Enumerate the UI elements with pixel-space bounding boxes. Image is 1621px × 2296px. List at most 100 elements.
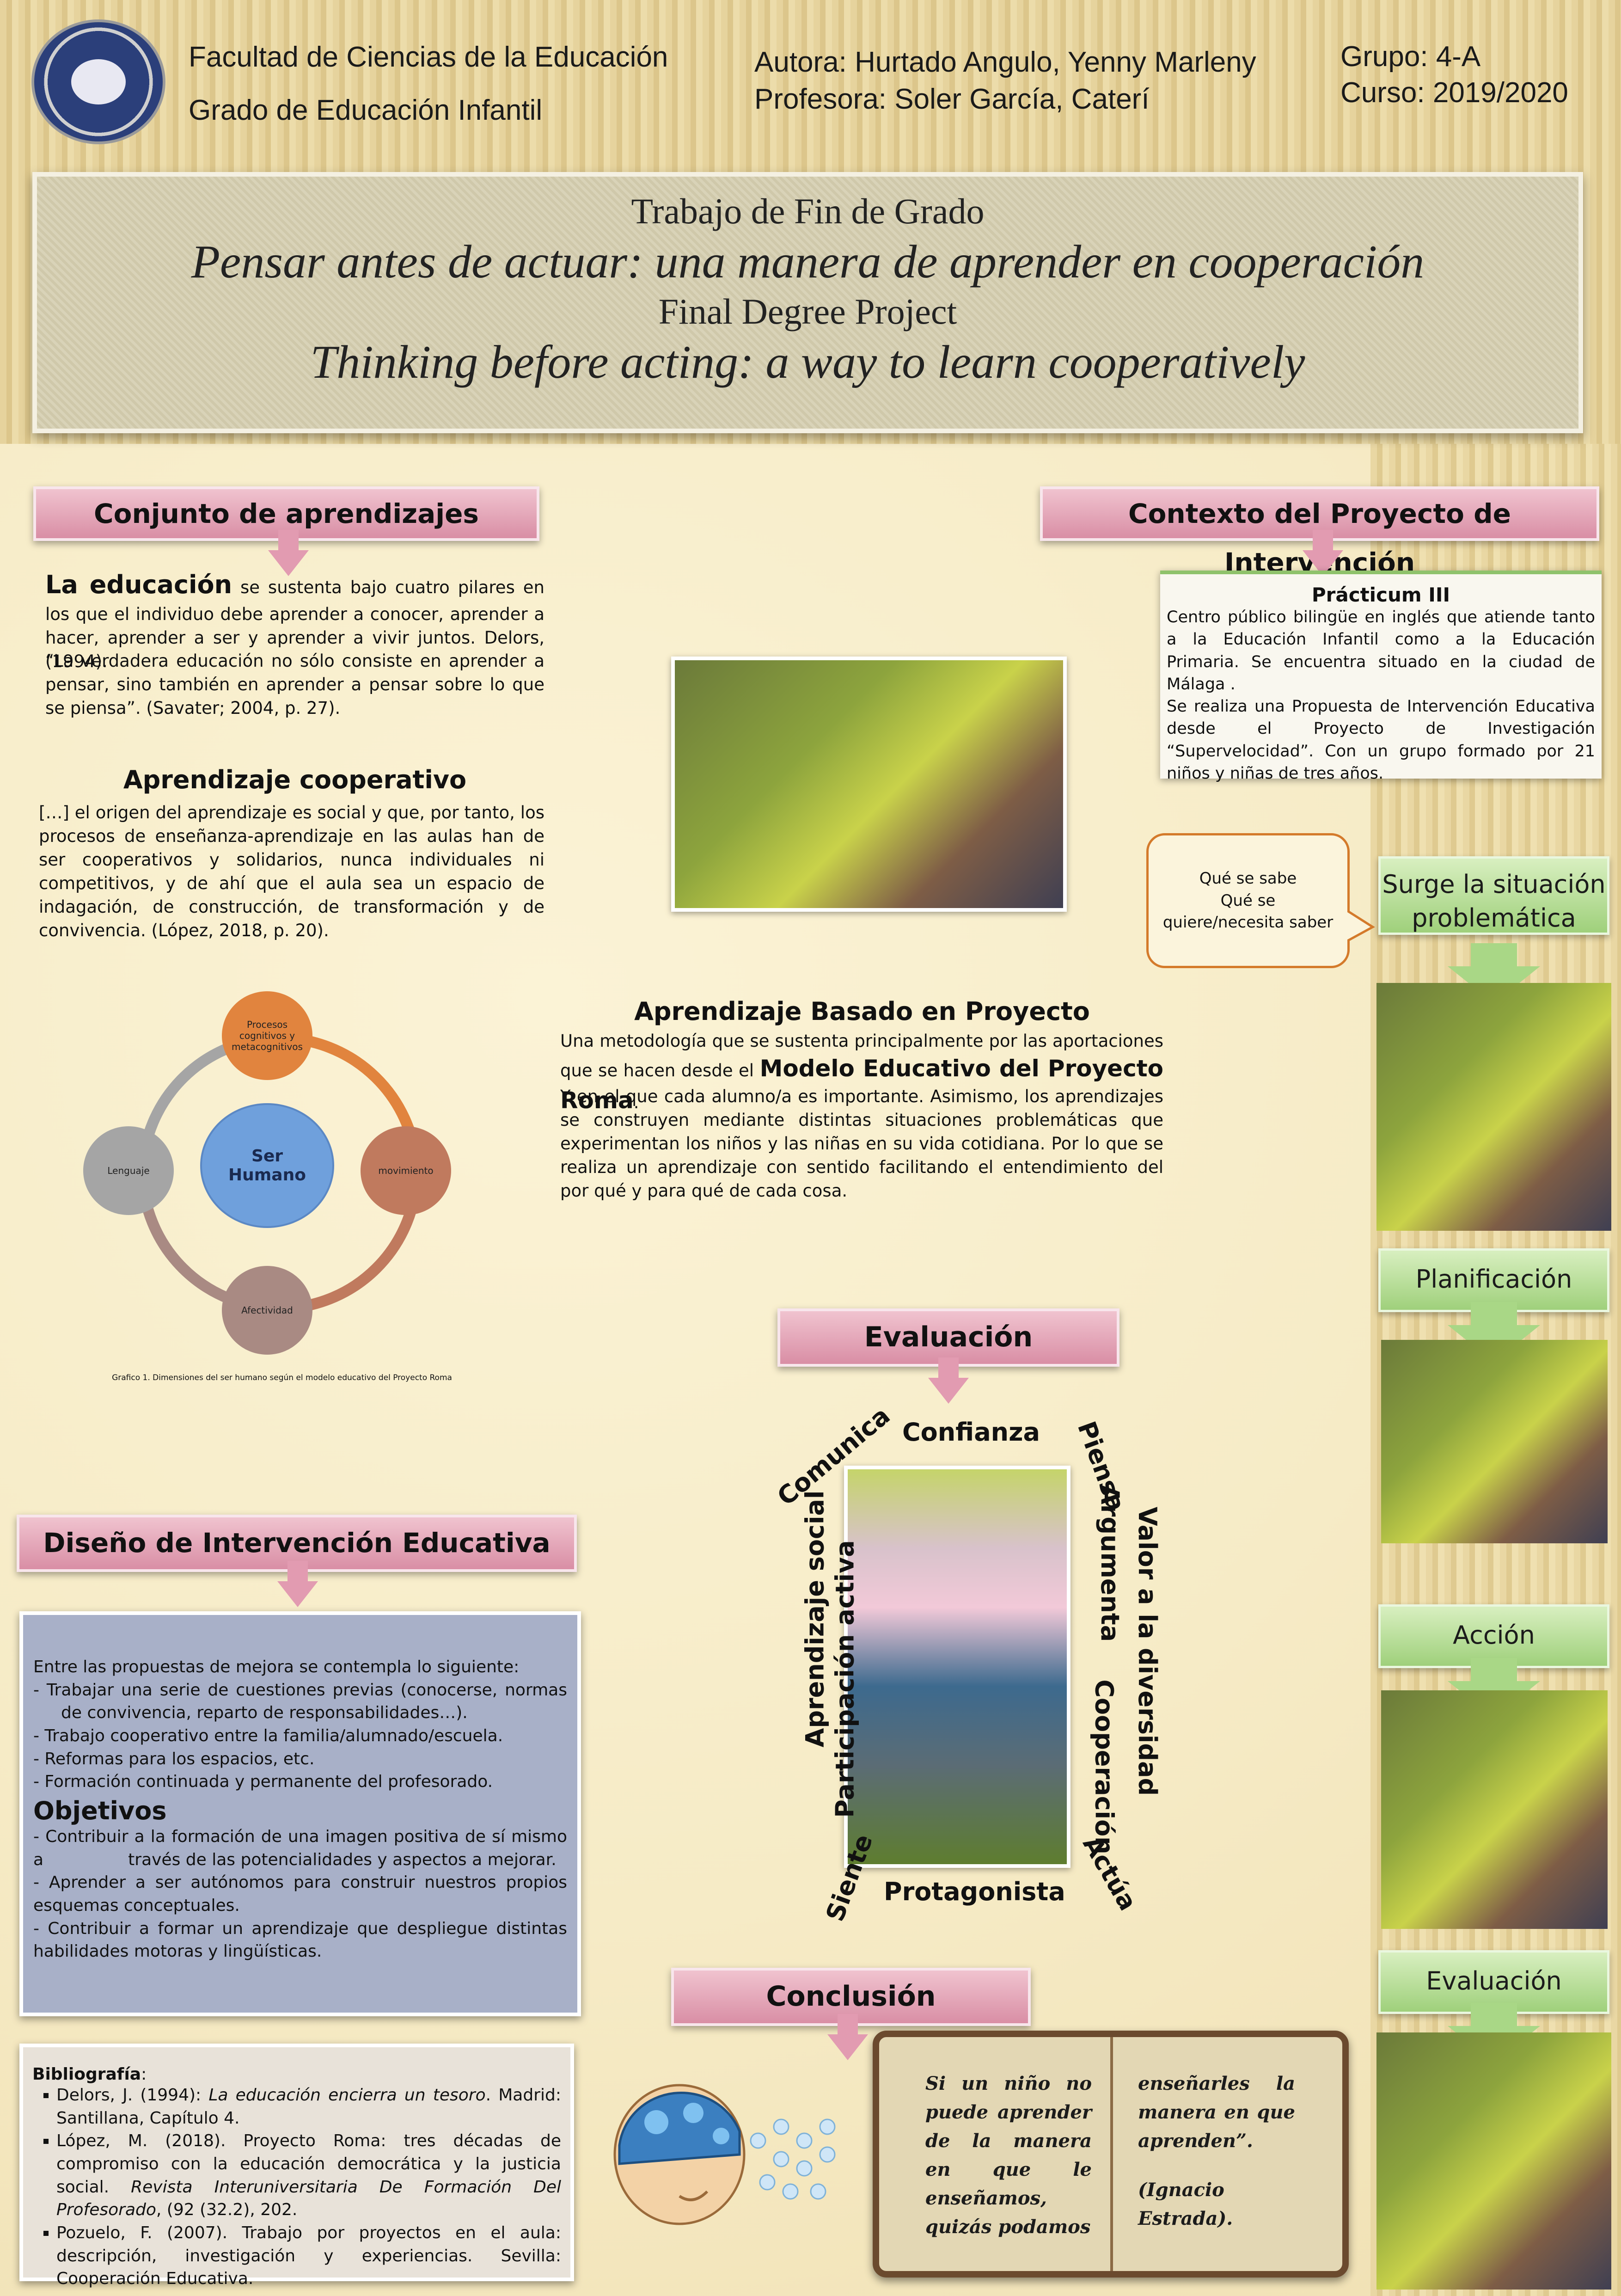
step-planning: Planificación xyxy=(1378,1248,1609,1312)
diseno-panel: Entre las propuestas de mejora se contem… xyxy=(19,1611,581,2016)
abp-text-1-end: . xyxy=(633,1093,639,1113)
university-seal-logo xyxy=(31,19,165,144)
bibliography-list: Delors, J. (1994): La educación encierra… xyxy=(32,2084,561,2290)
eval-word-argumenta: Argumenta xyxy=(1095,1485,1125,1642)
group: Grupo: 4-A xyxy=(1340,41,1481,73)
class-photo-circle xyxy=(671,657,1067,912)
seal-bird-icon xyxy=(71,59,126,104)
diagram-left-label: Lenguaje xyxy=(107,1165,150,1176)
abp-paragraph: Una metodología que se sustenta principa… xyxy=(560,1029,1163,1117)
practicum-text: Centro público bilingüe en inglés que at… xyxy=(1167,608,1595,694)
conclusion-right-page: enseñarles la manera en que aprenden”. xyxy=(1138,2073,1295,2152)
degree-name: Grado de Educación Infantil xyxy=(189,94,543,126)
diseno-item: - Reformas para los espacios, etc. xyxy=(33,1749,315,1768)
conclusion-author: (Ignacio Estrada). xyxy=(1138,2179,1233,2229)
bibliography-item: López, M. (2018). Proyecto Roma: tres dé… xyxy=(56,2130,561,2222)
bib-text: . Madrid: Santillana, Capítulo 4. xyxy=(56,2086,561,2128)
bibliography-panel: Bibliografía: Delors, J. (1994): La educ… xyxy=(19,2044,574,2288)
abp-title: Aprendizaje Basado en Proyecto xyxy=(634,997,1090,1026)
professor: Profesora: Soler García, Caterí xyxy=(754,83,1150,115)
diseno-list: - Trabajar una serie de cuestiones previ… xyxy=(33,1679,567,1793)
bubble-tail xyxy=(1347,911,1375,942)
step-problem: Surge la situación problemática xyxy=(1378,856,1609,935)
diagram-caption: Grafico 1. Dimensiones del ser humano se… xyxy=(112,1373,452,1382)
open-book: Si un niño no puede aprender de la maner… xyxy=(873,2031,1349,2278)
child-evaluation-photo xyxy=(844,1466,1070,1868)
conclusion-left-page: Si un niño no puede aprender de la maner… xyxy=(925,2073,1092,2238)
photo-classroom-1 xyxy=(1376,983,1611,1231)
education-paragraph: La educación se sustenta bajo cuatro pil… xyxy=(45,568,544,673)
step-action: Acción xyxy=(1378,1604,1609,1668)
smile-icon xyxy=(679,2190,709,2201)
gear-icon xyxy=(644,2110,668,2134)
objetivo-item: - Contribuir a la formación de una image… xyxy=(33,1827,573,1869)
bib-text: , (92 (32.2), 202. xyxy=(156,2200,298,2220)
brain-gear-icon xyxy=(618,2091,741,2165)
abp-roma-bold: Modelo Educativo del Proyecto Roma xyxy=(560,1055,1163,1114)
diseno-item: - Trabajo cooperativo entre la familia/a… xyxy=(33,1726,503,1746)
diseno-intro: Entre las propuestas de mejora se contem… xyxy=(33,1658,520,1676)
objetivo-item: - Contribuir a formar un aprendizaje que… xyxy=(33,1919,567,1961)
eval-word-participacion: Participación activa xyxy=(830,1540,860,1818)
coop-text: […] el origen del aprendizaje es social … xyxy=(39,803,544,941)
practicum-text-2: Se realiza una Propuesta de Intervención… xyxy=(1167,697,1595,783)
book-spine xyxy=(1110,2037,1113,2271)
eval-word-aprendizaje-social: Aprendizaje social xyxy=(800,1490,830,1748)
coop-title: Aprendizaje cooperativo xyxy=(123,765,467,794)
arrow-down-icon xyxy=(268,530,309,576)
bubble-line-1: Qué se sabe xyxy=(1199,869,1297,888)
bubble-line-2: Qué se xyxy=(1220,891,1276,910)
education-text: se sustenta bajo cuatro pilares en los q… xyxy=(45,577,544,671)
title-es-label: Trabajo de Fin de Grado xyxy=(631,191,985,231)
bib-text: Pozuelo, F. (2007). Trabajo por proyecto… xyxy=(56,2223,561,2289)
practicum-card: Prácticum III Centro público bilingüe en… xyxy=(1160,571,1602,783)
bibliography-title-colon: : xyxy=(141,2065,147,2084)
diagram-right-node: movimiento xyxy=(361,1126,451,1215)
objetivo-item: - Aprender a ser autónomos para construi… xyxy=(33,1873,567,1915)
eval-word-confianza: Confianza xyxy=(902,1418,1040,1447)
thinking-head-illustration xyxy=(613,2084,836,2225)
title-es: Pensar antes de actuar: una manera de ap… xyxy=(191,236,1425,288)
education-lead: La educación xyxy=(45,570,232,599)
abp-text-2: Y en el que cada alumno/a es importante.… xyxy=(560,1087,1163,1201)
photo-classroom-3 xyxy=(1381,1690,1608,1929)
bibliography-item: Pozuelo, F. (2007). Trabajo por proyecto… xyxy=(56,2222,561,2290)
objetivos-title: Objetivos xyxy=(33,1796,167,1826)
network-molecule-icon xyxy=(750,2118,836,2200)
course: Curso: 2019/2020 xyxy=(1340,77,1568,109)
title-en-label: Final Degree Project xyxy=(658,291,957,332)
diagram-center-node: Ser Humano xyxy=(200,1103,334,1228)
eval-word-valor: Valor a la diversidad xyxy=(1133,1506,1162,1796)
eval-word-cooperacion: Cooperación xyxy=(1089,1679,1119,1854)
diseno-item: - Formación continuada y permanente del … xyxy=(33,1772,493,1792)
bibliography-item: Delors, J. (1994): La educación encierra… xyxy=(56,2084,561,2130)
diagram-right-label: movimiento xyxy=(378,1165,434,1176)
bubble-line-3: quiere/necesita saber xyxy=(1162,913,1334,932)
bib-title: Revista Interuniversitaria De Formación … xyxy=(56,2177,561,2220)
question-bubble: Qué se sabe Qué se quiere/necesita saber xyxy=(1146,833,1350,968)
bibliography-title-row: Bibliografía: xyxy=(32,2065,561,2084)
gear-icon xyxy=(713,2128,729,2144)
diagram-bottom-label: Afectividad xyxy=(241,1305,293,1316)
gear-icon xyxy=(683,2103,703,2123)
savater-quote: “La verdadera educación no sólo consiste… xyxy=(45,651,544,718)
practicum-title: Prácticum III xyxy=(1311,583,1450,606)
faculty-name: Facultad de Ciencias de la Educación xyxy=(189,41,668,73)
title-panel: Trabajo de Fin de Grado Pensar antes de … xyxy=(32,172,1583,433)
arrow-down-icon xyxy=(928,1357,969,1404)
abp-text-1: Una metodología que se sustenta principa… xyxy=(560,1031,1163,1081)
title-en: Thinking before acting: a way to learn c… xyxy=(310,336,1305,388)
diagram-top-label: Procesos cognitivos y metacognitivos xyxy=(232,1019,303,1052)
photo-classroom-4 xyxy=(1376,2032,1611,2290)
diseno-item: - Trabajar una serie de cuestiones previ… xyxy=(33,1680,567,1723)
author: Autora: Hurtado Angulo, Yenny Marleny xyxy=(754,46,1256,78)
diagram-left-node: Lenguaje xyxy=(83,1126,174,1215)
bib-text: Delors, J. (1994): xyxy=(56,2086,209,2105)
bib-title: La educación encierra un tesoro xyxy=(208,2086,486,2105)
diagram-top-node: Procesos cognitivos y metacognitivos xyxy=(222,991,312,1080)
arrow-down-icon xyxy=(827,2014,868,2060)
arrow-down-icon xyxy=(277,1561,318,1607)
diagram-center-label: Ser Humano xyxy=(228,1147,306,1185)
bibliography-title: Bibliografía xyxy=(32,2065,141,2084)
banner-evaluacion: Evaluación xyxy=(777,1308,1119,1367)
